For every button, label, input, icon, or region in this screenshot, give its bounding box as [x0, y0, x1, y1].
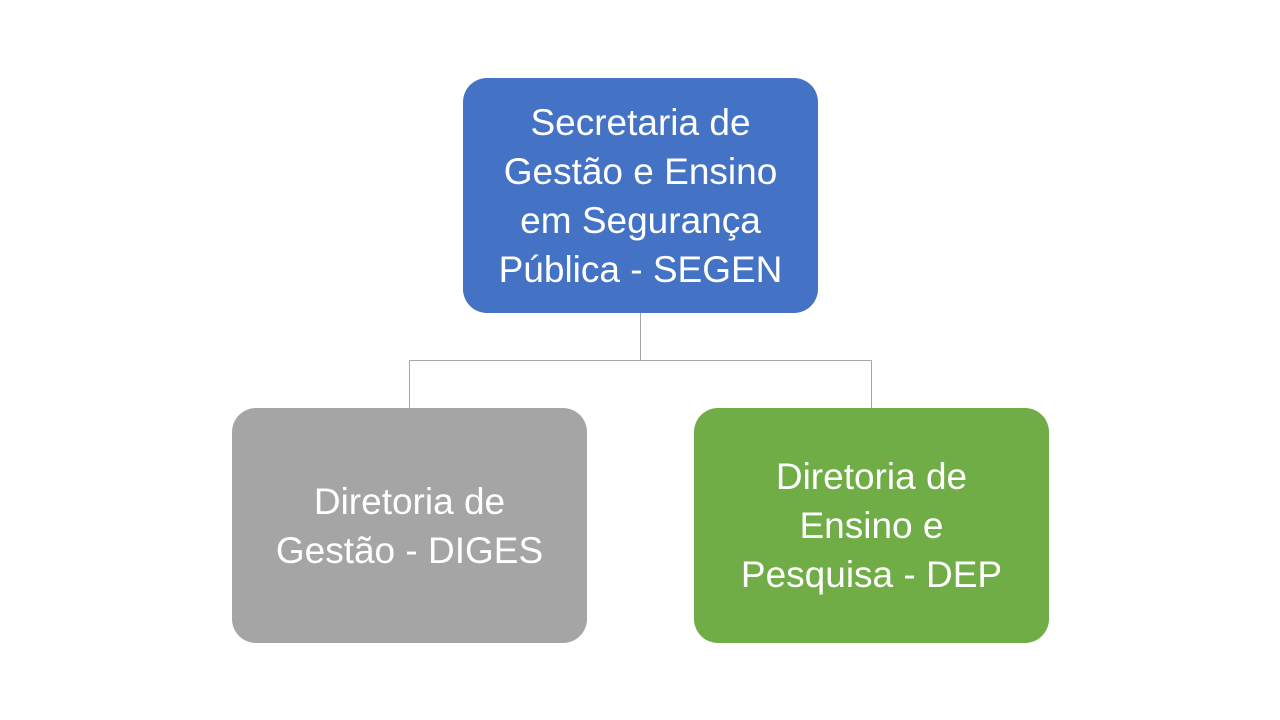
- node-dep[interactable]: Diretoria de Ensino e Pesquisa - DEP: [694, 408, 1049, 643]
- node-diges[interactable]: Diretoria de Gestão - DIGES: [232, 408, 587, 643]
- node-segen[interactable]: Secretaria de Gestão e Ensino em Seguran…: [463, 78, 818, 313]
- node-diges-label: Diretoria de Gestão - DIGES: [275, 480, 544, 571]
- node-dep-label: Diretoria de Ensino e Pesquisa - DEP: [740, 456, 1003, 595]
- node-segen-label: Secretaria de Gestão e Ensino em Seguran…: [498, 101, 783, 290]
